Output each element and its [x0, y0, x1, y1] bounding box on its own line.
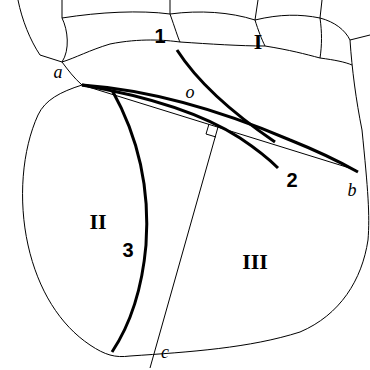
- region-number: II: [89, 211, 106, 233]
- palm-lines: [82, 50, 358, 368]
- callout-number: 3: [122, 240, 133, 260]
- line-2: [82, 85, 278, 168]
- palm-outline: [18, 0, 370, 357]
- point-label: c: [161, 343, 169, 361]
- line-3: [112, 90, 147, 352]
- region-number: I: [254, 31, 263, 53]
- right-angle-mark: [206, 124, 216, 137]
- region-number: III: [242, 251, 268, 273]
- point-label: o: [186, 83, 195, 101]
- perpendicular-oc: [150, 127, 218, 368]
- callout-number: 2: [286, 170, 297, 190]
- point-label: b: [348, 181, 357, 199]
- callout-number: 1: [154, 26, 165, 46]
- point-label: a: [54, 63, 63, 81]
